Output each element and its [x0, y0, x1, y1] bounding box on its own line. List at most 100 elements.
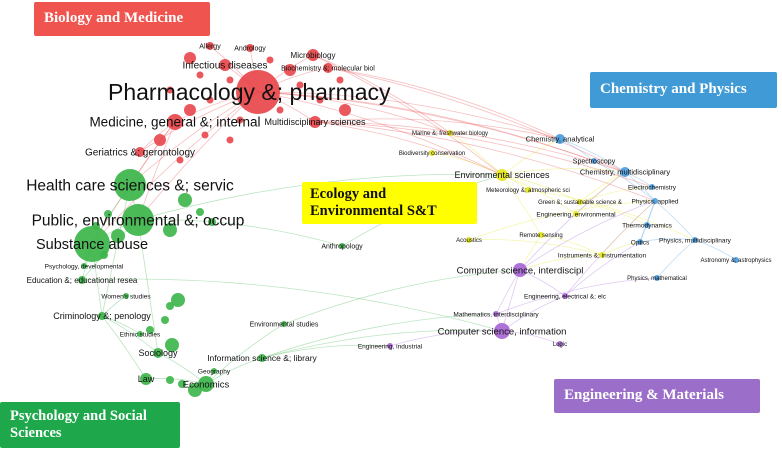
node-envsci[interactable]: [496, 169, 508, 181]
minor-node: [178, 193, 192, 207]
node-astro[interactable]: [733, 257, 739, 263]
label-public: Public, environmental &; occup: [32, 212, 245, 229]
link-phys_ap-phys_mu: [654, 200, 696, 241]
label-micro: Microbiology: [291, 51, 336, 60]
node-law[interactable]: [140, 373, 152, 385]
node-biodiv[interactable]: [429, 150, 435, 156]
label-crim: Criminology &; penology: [53, 311, 151, 321]
node-cs_inter[interactable]: [513, 263, 527, 277]
node-socio[interactable]: [153, 348, 163, 358]
label-psych: Psychology, developmental: [45, 263, 124, 270]
node-acoust[interactable]: [466, 237, 472, 243]
node-public[interactable]: [122, 204, 154, 236]
node-eng_ind[interactable]: [387, 343, 393, 349]
minor-node: [178, 380, 186, 388]
category-ecology-environmental: Ecology and Environmental S&T: [302, 182, 477, 224]
link-green-thermo: [579, 201, 648, 226]
node-electro[interactable]: [649, 184, 655, 190]
minor-node: [208, 218, 216, 226]
link-envsci-chem_an: [501, 138, 561, 176]
node-spectro[interactable]: [591, 158, 597, 164]
node-eng_el[interactable]: [562, 293, 568, 299]
label-phys_mu: Physics, multidisciplinary: [659, 237, 732, 244]
minor-node: [163, 223, 177, 237]
link-educ-cs_info: [81, 278, 503, 332]
link-math-phys_ma: [495, 277, 658, 315]
node-math[interactable]: [493, 311, 499, 317]
link-acoust-phys_ap: [468, 200, 656, 241]
node-pharm[interactable]: [236, 70, 280, 114]
link-phys_mu-phys_ma: [656, 239, 696, 279]
node-thermo[interactable]: [644, 222, 650, 228]
node-chem_mu[interactable]: [620, 167, 630, 177]
minor-node: [104, 210, 112, 218]
node-econ[interactable]: [198, 376, 214, 392]
node-psych[interactable]: [81, 263, 87, 269]
link-multi-chem_an: [314, 118, 561, 140]
node-eng_env[interactable]: [573, 211, 579, 217]
node-logic[interactable]: [557, 341, 563, 347]
node-green[interactable]: [577, 199, 583, 205]
node-allergy[interactable]: [206, 42, 214, 50]
node-women[interactable]: [123, 293, 129, 299]
link-crim-law: [101, 315, 147, 380]
label-biochem: Biochemistry &; molecular biol: [281, 65, 375, 72]
label-geri: Geriatrics &; gerontology: [85, 148, 195, 159]
node-educ[interactable]: [78, 276, 86, 284]
node-micro[interactable]: [307, 49, 319, 61]
label-info: Information science &; library: [207, 353, 317, 363]
label-pharm: Pharmacology &; pharmacy: [108, 79, 391, 105]
link-envsci-marine: [449, 132, 503, 176]
node-marine[interactable]: [447, 130, 453, 136]
label-electro: Electrochemistry: [628, 184, 677, 191]
label-remote: Remote sensing: [519, 233, 562, 239]
node-remote[interactable]: [538, 232, 544, 238]
minor-node: [171, 293, 185, 307]
label-phys_ma: Physics, mathematical: [627, 276, 687, 282]
node-phys_ma[interactable]: [654, 275, 660, 281]
node-anthro[interactable]: [339, 243, 345, 249]
node-infect[interactable]: [219, 59, 231, 71]
link-cs_inter-chem_mu: [519, 171, 626, 271]
node-phys_mu[interactable]: [692, 237, 698, 243]
node-info[interactable]: [258, 354, 266, 362]
node-envst[interactable]: [281, 321, 287, 327]
link-instr-optics: [601, 241, 641, 256]
label-astro: Astronomy &; astrophysics: [700, 258, 771, 264]
link-eng_el-optics: [564, 241, 641, 297]
label-acoust: Acoustics: [456, 238, 482, 244]
minor-node: [276, 106, 284, 114]
minor-node: [196, 71, 204, 79]
node-phys_ap[interactable]: [652, 198, 658, 204]
link-envsci-chem_mu: [501, 168, 626, 176]
node-andro[interactable]: [246, 44, 254, 52]
link-envsci-biodiv: [431, 152, 503, 176]
node-geo[interactable]: [211, 368, 217, 374]
node-chem_an[interactable]: [555, 134, 565, 144]
node-ethnic[interactable]: [137, 331, 143, 337]
node-subst[interactable]: [74, 226, 110, 262]
node-health[interactable]: [114, 169, 146, 201]
node-cs_info[interactable]: [494, 323, 510, 339]
label-optics: Optics: [631, 239, 650, 246]
link-envsci-remote: [501, 174, 542, 236]
node-instr[interactable]: [599, 252, 605, 258]
node-med[interactable]: [167, 114, 183, 130]
node-crim[interactable]: [98, 312, 106, 320]
label-law: Law: [138, 374, 155, 384]
label-instr: Instruments &; instrumentation: [558, 252, 647, 259]
minor-node: [184, 104, 196, 116]
node-biochem[interactable]: [323, 63, 333, 73]
link-info-eng_ind: [261, 344, 391, 359]
label-women: Women's studies: [101, 293, 151, 300]
label-eng_el: Engineering, electrical &; elc: [524, 293, 607, 300]
node-meteo[interactable]: [525, 187, 531, 193]
link-cs_inter-math: [495, 269, 521, 315]
label-envst: Environmental studies: [250, 321, 319, 328]
link-micro-marine: [312, 54, 451, 134]
node-geri[interactable]: [135, 147, 145, 157]
label-eng_env: Engineering, environmental: [536, 211, 616, 218]
node-optics[interactable]: [637, 239, 643, 245]
node-multi[interactable]: [309, 116, 321, 128]
